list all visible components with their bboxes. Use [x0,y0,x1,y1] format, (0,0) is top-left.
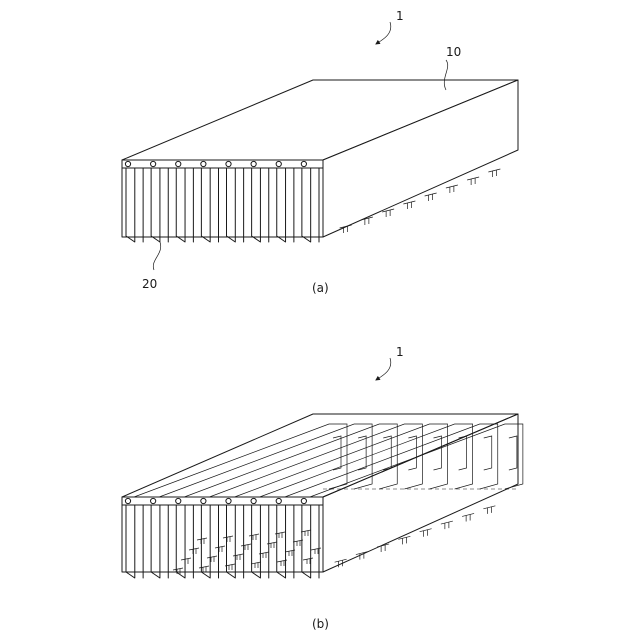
caption-b: (b) [312,617,329,631]
pin [181,558,191,564]
fin-group [125,498,319,578]
pin [462,513,474,521]
pin [483,506,495,514]
rivet-circle [176,498,181,503]
caption-a: (a) [312,281,329,295]
pin [233,554,243,560]
pin [420,529,432,537]
ref-label-housing: 10 [446,45,461,59]
pin [251,562,261,568]
rivet-circle [201,498,206,503]
pin [377,544,389,552]
fin [276,498,294,578]
fin [301,498,319,578]
rivet-circle [251,498,256,503]
pin [446,185,458,193]
fin [251,498,269,578]
fin [125,498,143,578]
figure-b: 1 (b) [122,345,523,631]
internal-plates [134,424,523,497]
ref-label-assembly: 1 [396,9,404,23]
pin [467,177,479,185]
rivet-circle [276,498,281,503]
pin [215,546,225,552]
rivet-circle [151,498,156,503]
pin [441,521,453,529]
internal-plate [134,424,347,497]
fin [201,498,219,578]
pin [207,556,217,562]
pin [488,169,500,177]
figure-a: 1 10 20 (a) [122,9,518,295]
ref-label-assembly-b: 1 [396,345,404,359]
pin [223,536,233,542]
fin [226,498,244,578]
pin [301,530,311,536]
pin [249,534,259,540]
pin [425,193,437,201]
ref-label-plate: 20 [142,277,157,291]
pin [189,548,199,554]
pin [199,566,209,572]
pin [303,558,313,564]
rivet-circle [226,498,231,503]
fin [151,498,169,578]
fin [176,498,194,578]
rivet-circle [301,498,306,503]
pin [403,201,415,209]
pin [241,544,251,550]
housing-front-face [122,160,323,237]
pin [197,538,207,544]
rivet-circle [125,498,130,503]
